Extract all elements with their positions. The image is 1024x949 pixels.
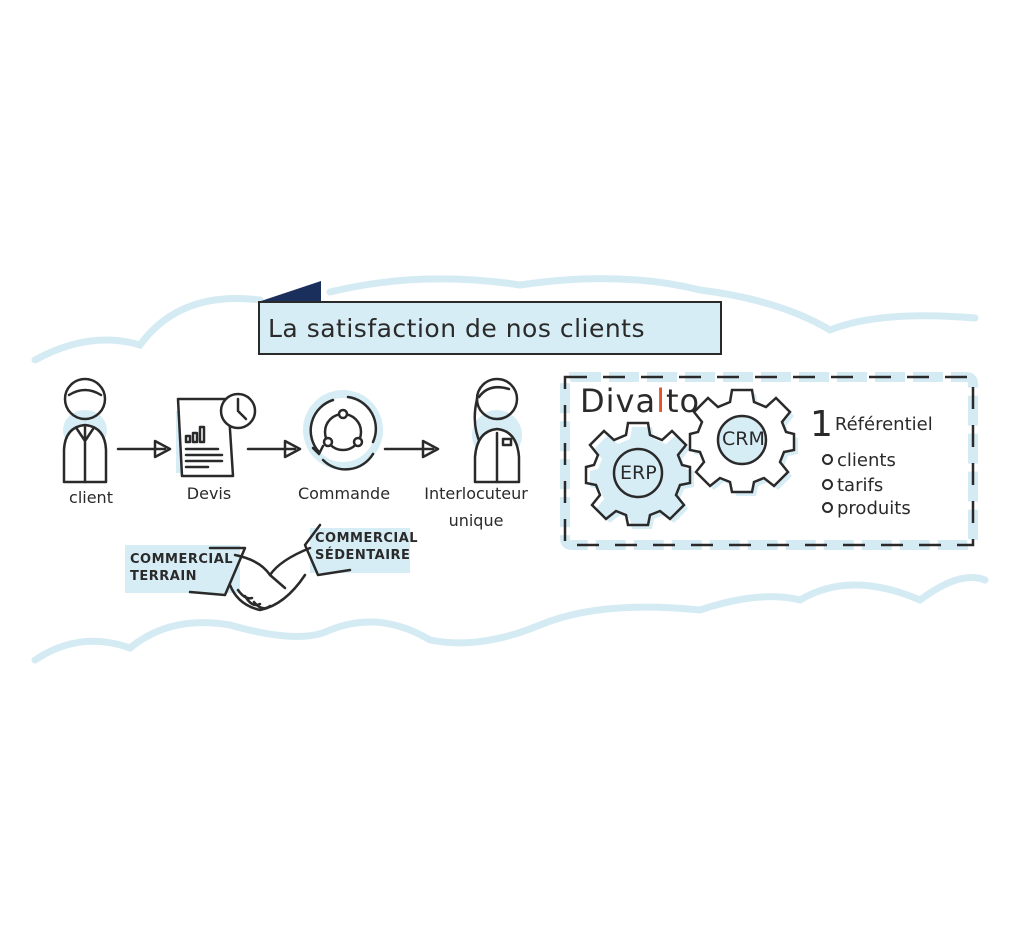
- handshake-icon: [125, 523, 410, 612]
- contact-person-icon: [472, 377, 522, 484]
- referentiel-item: clients: [822, 450, 896, 471]
- flow-label-client: client: [69, 488, 113, 507]
- flow-label-interlocuteur: Interlocuteur: [424, 484, 528, 503]
- erp-gear-icon: [584, 421, 694, 529]
- divalto-logo: Divalto: [580, 382, 701, 420]
- flow-label-commande: Commande: [297, 484, 391, 503]
- flow-label-unique: unique: [448, 511, 504, 530]
- page-title: La satisfaction de nos clients: [258, 301, 722, 355]
- person-icon: [62, 377, 108, 484]
- referentiel-item: tarifs: [822, 475, 883, 496]
- title-tab-icon: [258, 281, 321, 302]
- page-title-text: La satisfaction de nos clients: [268, 313, 646, 343]
- flow-label-devis: Devis: [186, 484, 232, 503]
- order-cycle-icon: [303, 390, 383, 471]
- erp-label: ERP: [620, 462, 657, 484]
- crm-label: CRM: [722, 428, 765, 450]
- quote-document-icon: [176, 392, 257, 478]
- crm-gear-icon: [688, 388, 798, 496]
- flow-icons: [62, 377, 522, 484]
- divalto-dashed-box: [560, 372, 978, 550]
- referentiel-item: produits: [822, 498, 911, 519]
- gears: [584, 388, 798, 529]
